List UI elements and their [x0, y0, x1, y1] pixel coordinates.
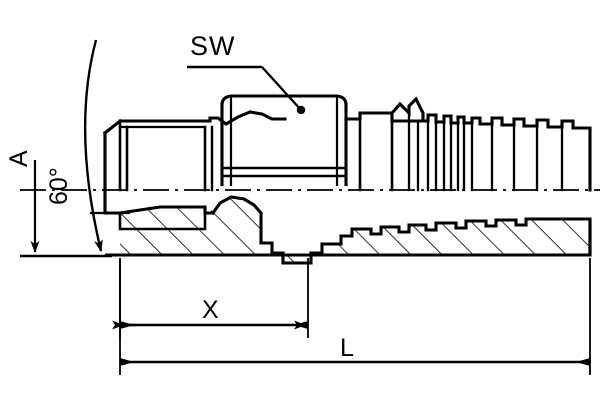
- a-dimension-label: A: [5, 150, 33, 167]
- a-dimension-arrow: [20, 160, 112, 258]
- sw-label: SW: [190, 31, 236, 61]
- cone-seat-face: [90, 133, 130, 215]
- angle-label: 60°: [45, 167, 73, 205]
- fitting-upper-outline: [102, 110, 287, 192]
- l-dimension-label: L: [340, 334, 354, 362]
- angle-leader: [83, 39, 103, 252]
- hex-nut-sw: [220, 94, 348, 186]
- fitting-barb-upper-profile: [344, 96, 592, 192]
- fitting-lower-section: [103, 188, 592, 265]
- l-dimension-line: [119, 258, 591, 375]
- x-dimension-label: X: [202, 296, 219, 324]
- sw-leader: [187, 65, 306, 115]
